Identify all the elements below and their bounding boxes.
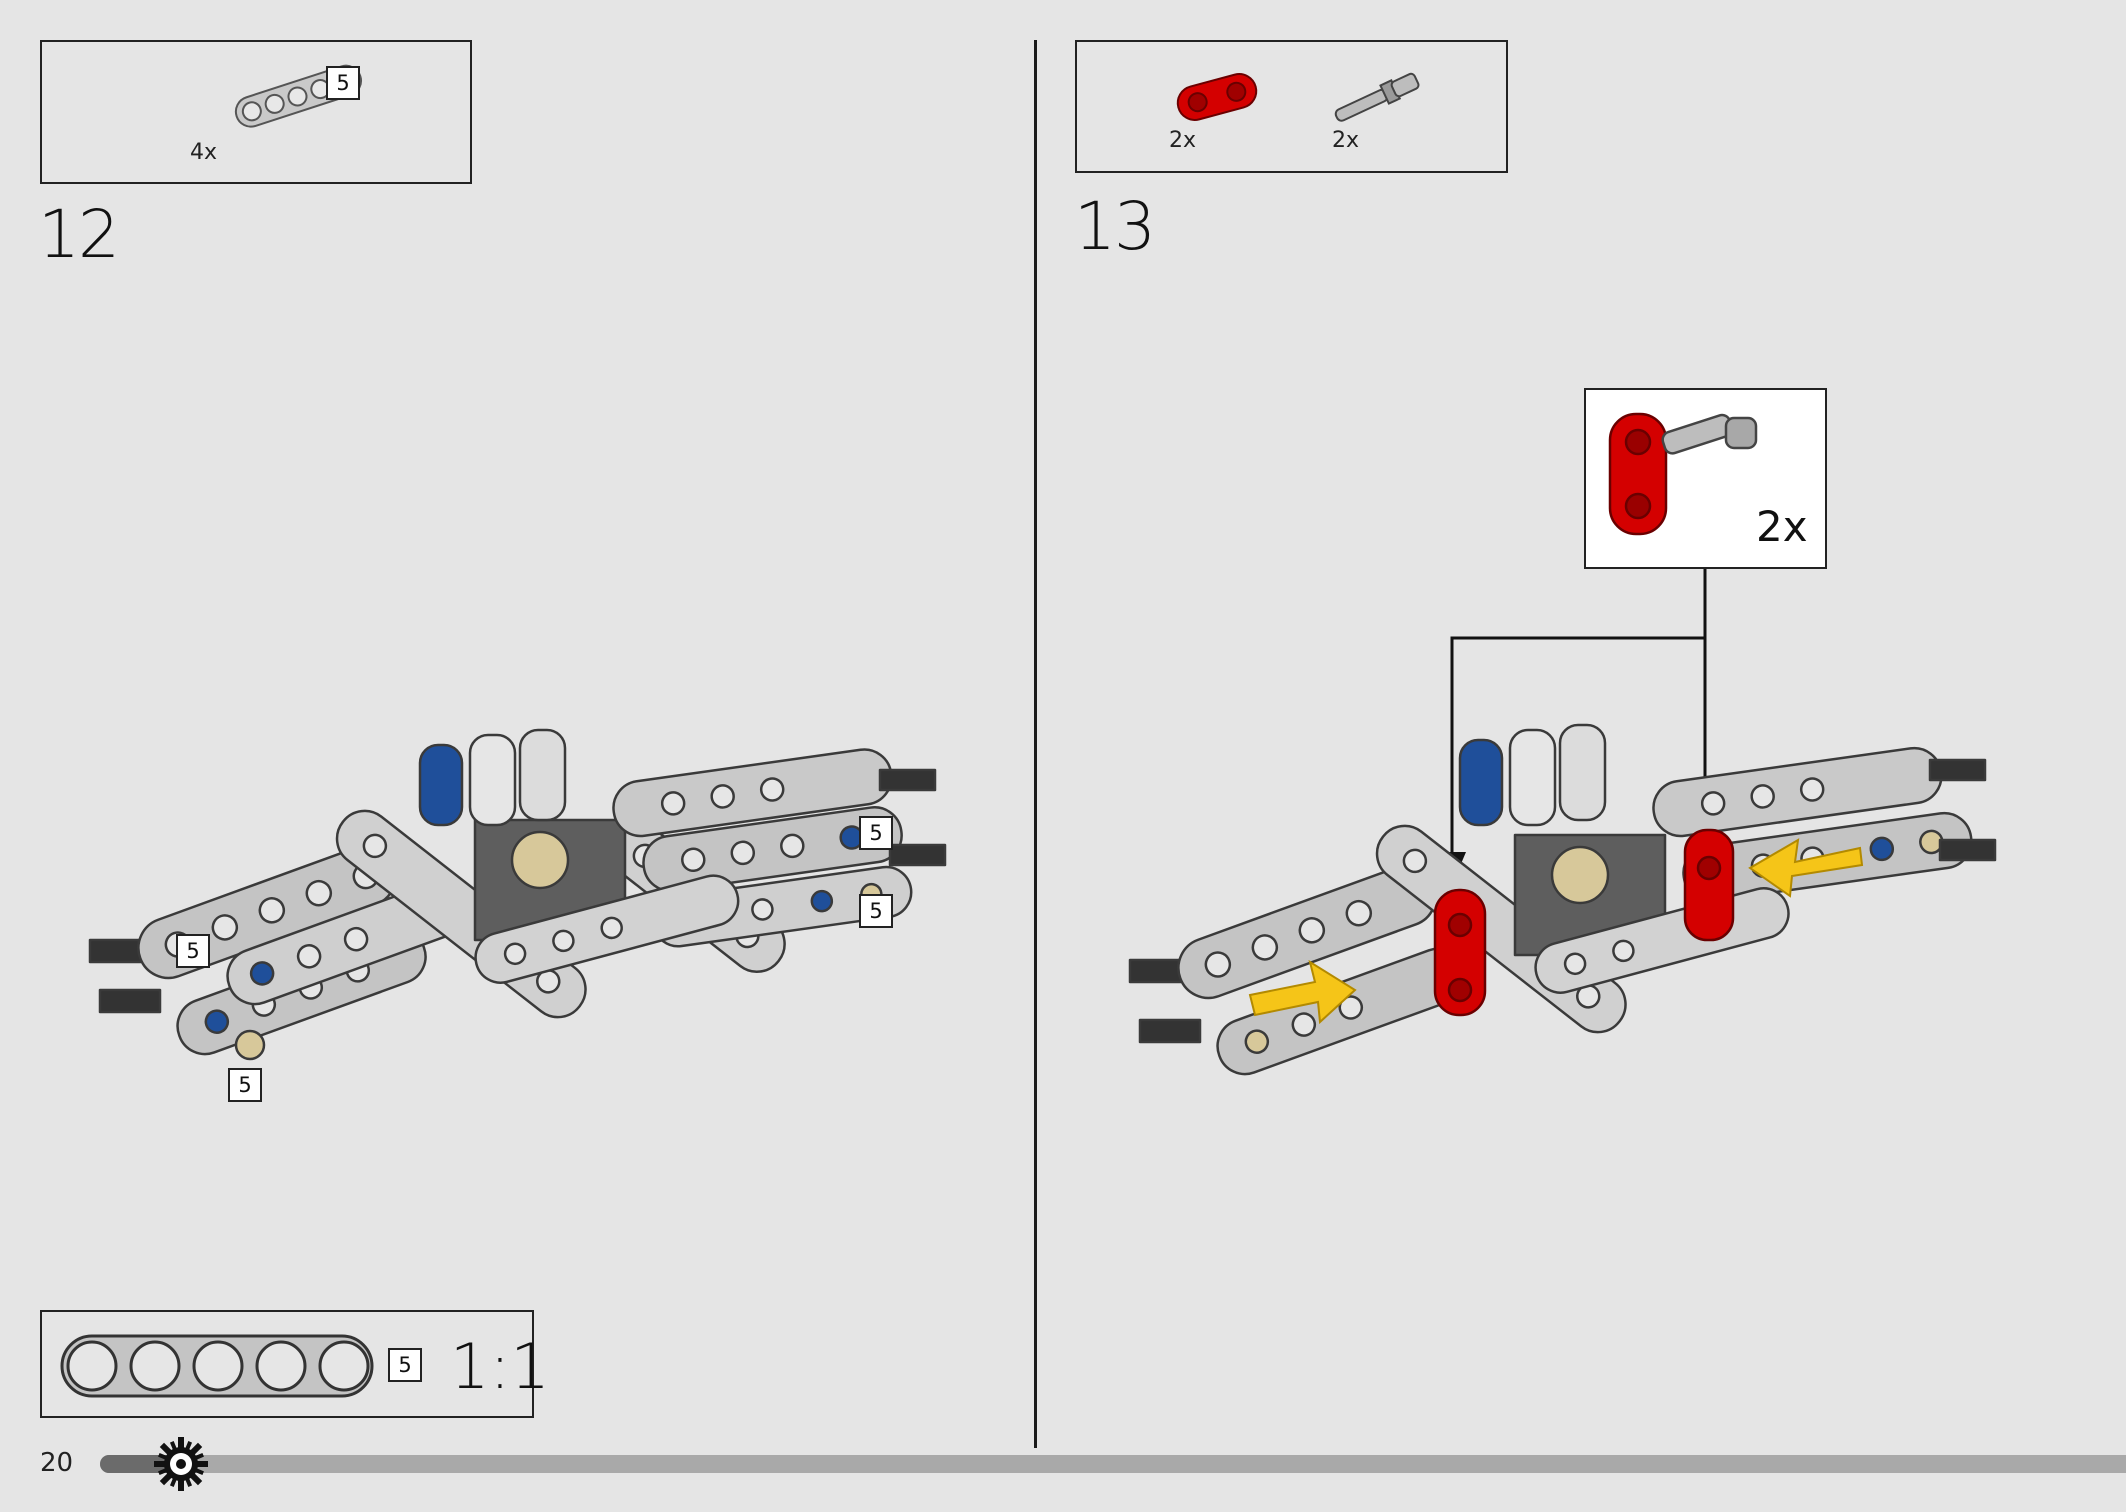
progress-fill xyxy=(100,1455,181,1473)
page-divider xyxy=(1034,40,1037,1448)
gear-progress-icon xyxy=(154,1437,208,1491)
red-connector-with-pin-image xyxy=(1608,412,1758,536)
scale-label: 1:1 xyxy=(450,1330,550,1403)
page-number: 20 xyxy=(40,1448,74,1478)
assembly-image-step-13 xyxy=(1128,723,1997,1076)
subassembly-callout: 2x xyxy=(1584,388,1827,569)
length-tag: 5 xyxy=(326,66,360,100)
parts-list-step-13: 2x 2x xyxy=(1075,40,1508,173)
part-quantity: 2x xyxy=(1169,128,1197,153)
step-number-12: 12 xyxy=(38,196,120,273)
beam-5-scale-image xyxy=(60,1334,374,1398)
gray-pin-part-image xyxy=(1334,72,1420,122)
callout-tag: 5 xyxy=(176,934,210,968)
parts-list-step-12: 4x 5 xyxy=(40,40,472,184)
subassembly-quantity: 2x xyxy=(1756,502,1808,551)
callout-tag: 5 xyxy=(228,1068,262,1102)
beam-5-part-image xyxy=(234,64,363,128)
yellow-arrow-icon xyxy=(1248,838,1864,1025)
assembly-image-step-12 xyxy=(88,728,947,1061)
scale-reference-box: 5 1:1 xyxy=(40,1310,550,1418)
progress-track xyxy=(100,1455,2126,1473)
part-quantity: 4x xyxy=(190,140,218,165)
step-number-13: 13 xyxy=(1074,188,1156,265)
part-quantity: 2x xyxy=(1332,128,1360,153)
callout-tag: 5 xyxy=(859,816,893,850)
red-axle-connector-part-image xyxy=(1176,73,1258,121)
length-tag: 5 xyxy=(388,1348,422,1382)
callout-tag: 5 xyxy=(859,894,893,928)
